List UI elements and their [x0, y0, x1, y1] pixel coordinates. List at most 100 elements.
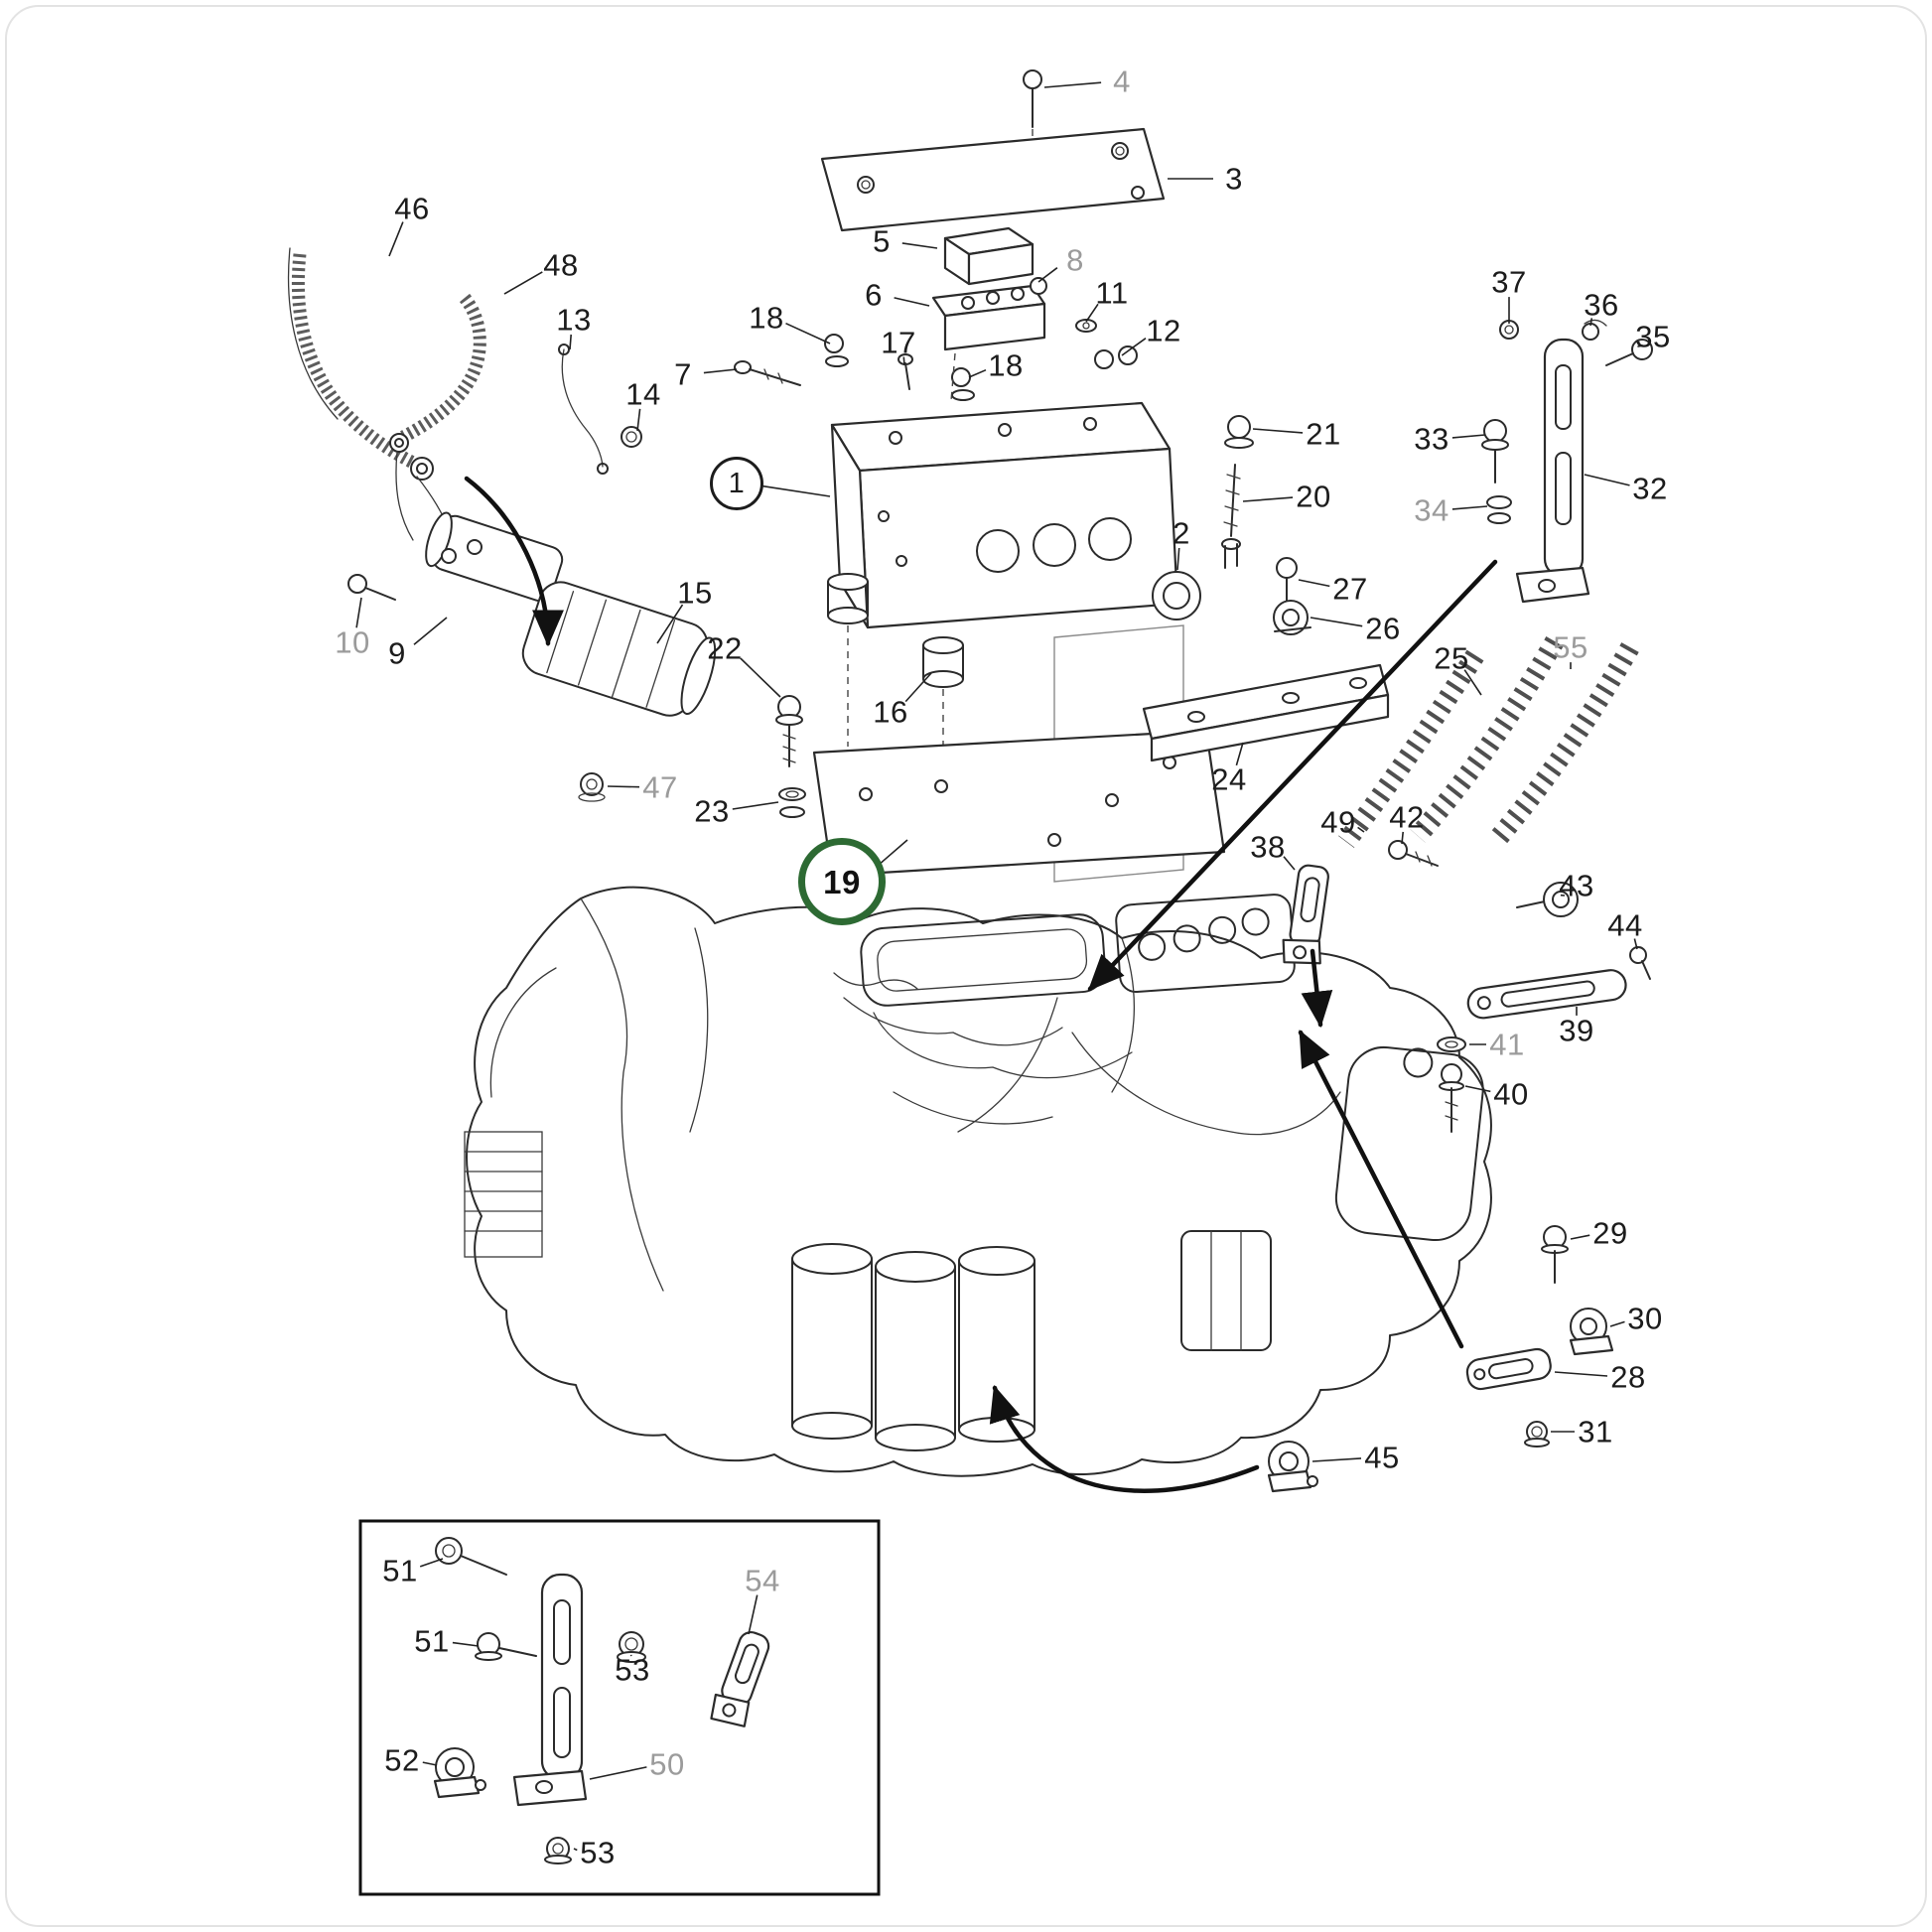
part-label-37[interactable]: 37	[1491, 264, 1527, 300]
part-label-23[interactable]: 23	[694, 793, 730, 829]
leader-line-53	[629, 1654, 632, 1657]
part-label-15[interactable]: 15	[677, 575, 713, 611]
leader-line-15	[656, 604, 684, 644]
leader-line-26	[1310, 617, 1363, 627]
part-label-40[interactable]: 40	[1493, 1076, 1529, 1112]
part-label-36[interactable]: 36	[1584, 287, 1619, 323]
leader-line-7	[703, 368, 738, 374]
part-label-18[interactable]: 18	[749, 300, 784, 336]
starter-motor-art	[347, 511, 717, 802]
part-label-51[interactable]: 51	[414, 1623, 450, 1659]
part-label-11[interactable]: 11	[1095, 275, 1129, 311]
leader-line-40	[1464, 1085, 1491, 1093]
leader-line-1	[761, 484, 831, 497]
part-label-22[interactable]: 22	[707, 630, 743, 666]
leader-line-29	[1570, 1234, 1590, 1240]
part-label-5[interactable]: 5	[873, 223, 891, 259]
leader-line-24	[1235, 742, 1244, 766]
part-label-47[interactable]: 47	[642, 769, 678, 805]
part-label-31[interactable]: 31	[1578, 1414, 1613, 1449]
leader-line-35	[1637, 345, 1644, 347]
part-label-28[interactable]: 28	[1610, 1359, 1646, 1395]
part-label-12[interactable]: 12	[1146, 313, 1181, 348]
part-label-6[interactable]: 6	[865, 277, 883, 313]
part-label-41[interactable]: 41	[1489, 1027, 1525, 1062]
part-label-20[interactable]: 20	[1296, 479, 1331, 514]
part-label-46[interactable]: 46	[394, 191, 430, 226]
part-label-30[interactable]: 30	[1627, 1301, 1663, 1336]
cover-plate-art	[820, 69, 1166, 232]
leader-line-18	[968, 368, 987, 378]
leader-line-21	[1252, 428, 1304, 434]
part-label-26[interactable]: 26	[1365, 611, 1401, 646]
part-label-21[interactable]: 21	[1306, 416, 1341, 452]
leader-line-13	[569, 334, 572, 350]
part-label-43[interactable]: 43	[1559, 868, 1594, 903]
part-label-34[interactable]: 34	[1414, 492, 1449, 528]
part-label-9[interactable]: 9	[388, 635, 406, 671]
leader-line-54	[748, 1594, 759, 1635]
rubber-mounts-art	[827, 573, 964, 751]
bracket32-art	[1481, 319, 1653, 604]
part-label-3[interactable]: 3	[1225, 161, 1243, 197]
leader-line-2	[1176, 547, 1180, 571]
leader-line-48	[503, 271, 543, 295]
leader-line-14	[636, 408, 641, 432]
part-label-19[interactable]: 19	[798, 838, 886, 925]
leader-line-51	[452, 1641, 480, 1647]
leader-line-11	[1085, 303, 1099, 323]
leader-line-9	[413, 617, 448, 645]
part-label-32[interactable]: 32	[1632, 471, 1668, 506]
part-label-52[interactable]: 52	[384, 1742, 420, 1778]
part-label-54[interactable]: 54	[745, 1563, 780, 1598]
part-label-38[interactable]: 38	[1250, 829, 1286, 865]
part-label-51[interactable]: 51	[382, 1553, 418, 1588]
part-label-17[interactable]: 17	[881, 325, 916, 360]
leader-line-38	[1283, 856, 1296, 871]
part-label-14[interactable]: 14	[625, 376, 661, 412]
part-label-27[interactable]: 27	[1332, 571, 1368, 607]
part-label-13[interactable]: 13	[556, 302, 592, 338]
part-label-1[interactable]: 1	[710, 457, 763, 510]
part-label-53[interactable]: 53	[580, 1835, 616, 1870]
part-label-18[interactable]: 18	[988, 347, 1024, 383]
hose-art	[1338, 636, 1639, 849]
part-label-33[interactable]: 33	[1414, 421, 1449, 457]
part-label-10[interactable]: 10	[335, 624, 370, 660]
wire-art	[558, 344, 642, 475]
part-label-4[interactable]: 4	[1113, 64, 1131, 99]
part-label-16[interactable]: 16	[873, 694, 908, 730]
part-label-29[interactable]: 29	[1592, 1215, 1628, 1251]
direction-arrows	[464, 476, 1498, 1493]
leader-line-44	[1633, 938, 1638, 950]
leader-line-20	[1242, 496, 1294, 502]
part-label-48[interactable]: 48	[543, 247, 579, 283]
leader-line-36	[1589, 318, 1593, 327]
part-label-25[interactable]: 25	[1434, 640, 1469, 676]
part-label-2[interactable]: 2	[1173, 515, 1190, 551]
part-label-53[interactable]: 53	[615, 1652, 650, 1688]
leader-line-10	[355, 597, 362, 628]
part-label-24[interactable]: 24	[1211, 761, 1247, 797]
part-label-39[interactable]: 39	[1559, 1013, 1594, 1048]
part-label-7[interactable]: 7	[674, 356, 692, 392]
leader-line-53	[573, 1848, 578, 1852]
part-label-55[interactable]: 55	[1553, 629, 1588, 665]
part-label-49[interactable]: 49	[1320, 804, 1356, 840]
part-label-8[interactable]: 8	[1066, 242, 1084, 278]
part-label-45[interactable]: 45	[1364, 1440, 1400, 1475]
small-parts-art	[1267, 840, 1651, 1493]
part-label-44[interactable]: 44	[1607, 907, 1643, 943]
leader-line-33	[1451, 434, 1486, 439]
leader-line-49	[1357, 826, 1365, 833]
part-label-35[interactable]: 35	[1635, 319, 1671, 354]
part-label-50[interactable]: 50	[649, 1746, 685, 1782]
leader-line-18	[785, 322, 831, 345]
leader-line-4	[1043, 81, 1102, 88]
engine-art	[464, 886, 1492, 1477]
part-label-42[interactable]: 42	[1389, 799, 1425, 835]
